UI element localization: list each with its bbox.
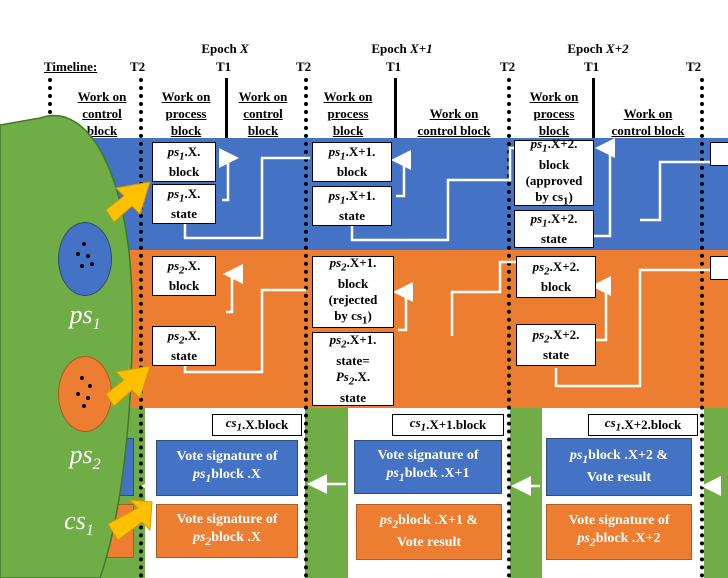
ps1-node-label: ps1 [69,300,101,334]
t2-dashed-line [139,78,143,578]
t1-solid-line [592,78,595,138]
ps2-flow-arrow [450,260,518,336]
ps1-x2-state: ps1.X+2. state [514,210,594,248]
t2-dashed-line [507,78,511,578]
ps2-flow-arrow [591,276,611,342]
ps1-flow-arrow [391,150,411,198]
ps2-x-state: ps2.X. state [152,326,216,366]
ps2-block-x1-vote-result: ps2block .X+1 & Vote result [356,504,502,560]
cs1-x2-block-header: cs1.X+2.block [588,414,698,436]
vote-signature-ps1-x: Vote signature of ps1block .X [156,440,298,496]
ps2-flow-arrow [393,282,413,332]
tick-label: T2 [500,59,516,74]
epoch-x2-label: Epoch X+2 [567,41,629,56]
ps1-dots [76,242,94,268]
t1-solid-line [225,78,228,138]
t2-dashed-line [700,78,704,578]
yellow-arrows [105,181,153,541]
tick-label: T1 [216,59,232,74]
ps1-x-block: ps1.X. block [152,142,216,182]
ps1-x1-block: ps1.X+1. block [312,142,392,182]
vote-signature-ps2-x: Vote signature of ps2block .X [156,504,298,558]
ps2-x2-state: ps2.X+2. state [516,324,596,366]
ps1-flow-arrow [219,148,239,202]
ps1-node [58,222,112,296]
epoch-x-label: Epoch X [201,41,249,56]
tick-label: T2 [130,59,146,74]
cs1-node-label: cs1 [64,506,94,540]
ps2-next-box [710,256,728,280]
cs1-sync-arrow [107,499,153,541]
ps1-x-state: ps1.X. state [152,184,216,224]
timeline-label: Timeline: [44,59,98,74]
vote-signature-ps2-x2: Vote signature of ps2block .X+2 [546,504,692,560]
t2-dashed-line [304,78,308,578]
ps1-flow-arrow [350,146,520,242]
tick-label: T1 [386,59,402,74]
ps2-x1-state: ps2.X+1. state= Ps2.X. state [312,332,394,406]
tick-label: T2 [296,59,312,74]
ps1-x2-block: ps1.X+2. block (approved by cs1) [514,136,594,208]
ps1-flow-arrow [594,138,615,238]
ps2-x1-block: ps2.X+1. block (rejected by cs1) [312,255,394,328]
ps1-next-box [710,142,728,166]
ps1-x1-state: ps1.X+1. state [312,186,392,226]
ps2-sync-arrow [105,365,151,407]
tick-label: T1 [584,59,600,74]
vote-signature-ps1-x1: Vote signature of ps1block .X+1 [354,440,502,494]
t1-solid-line [394,78,397,138]
ps1-flow-arrow [640,160,712,222]
ps1-flow-arrow [183,156,310,240]
ps2-dots [76,376,92,408]
cs1-x-block-header: cs1.X.block [212,414,302,436]
tick-label: T2 [686,59,702,74]
ps1-sync-arrow [105,181,151,223]
ps1-block-x2-vote-result: ps1block .X+2 & Vote result [546,438,692,496]
ps2-flow-arrow [554,268,712,388]
epoch-x1-label: Epoch X+1 [371,41,433,56]
t2-dashed-line [48,78,52,138]
ps2-node-label: ps2 [69,440,101,474]
ps2-x-block: ps2.X. block [152,256,216,296]
cs1-x1-block-header: cs1.X+1.block [392,414,504,436]
ps2-flow-arrow [223,264,243,314]
ps2-x2-block: ps2.X+2. block [516,256,596,298]
